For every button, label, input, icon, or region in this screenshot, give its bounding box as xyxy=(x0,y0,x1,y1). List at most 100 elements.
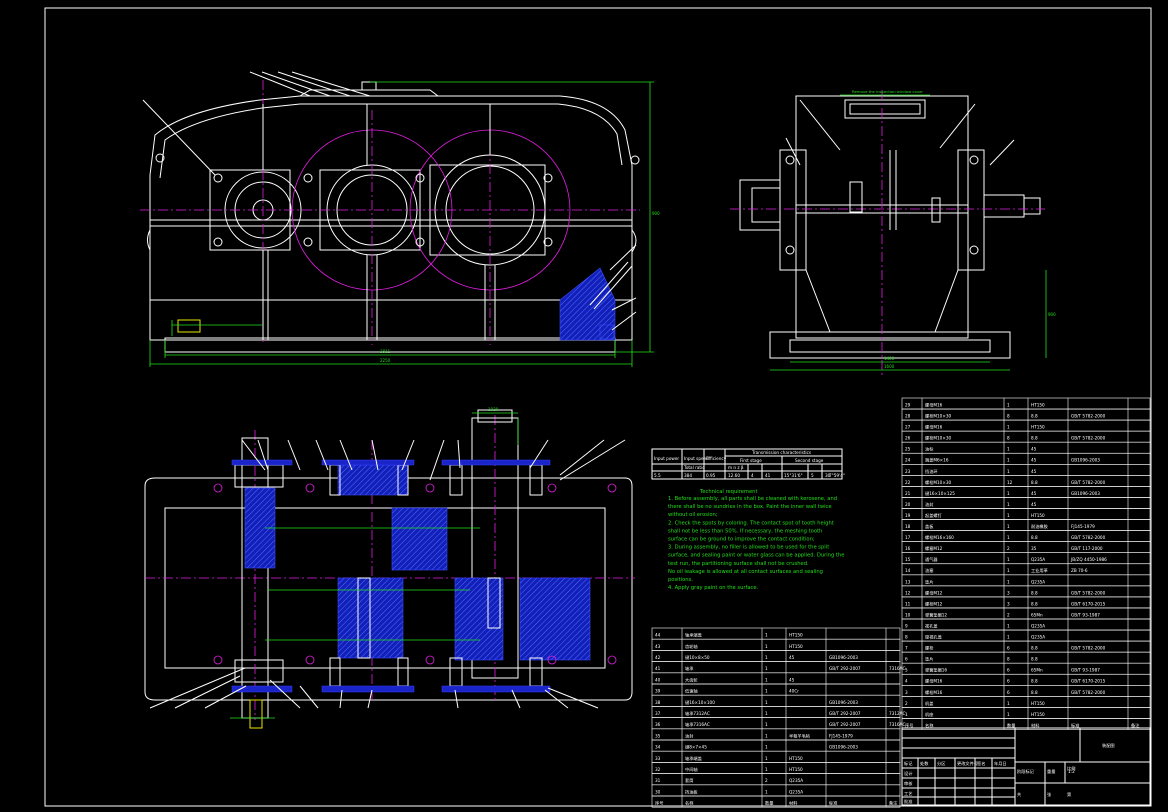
table-cell: FJ145-1979 xyxy=(829,733,853,738)
table-cell: HT150 xyxy=(1031,701,1045,706)
table-cell: GB1096-2003 xyxy=(829,745,858,750)
table-cell: 8.8 xyxy=(1031,436,1038,441)
table-cell: 8.8 xyxy=(1031,679,1038,684)
front-width-dim-1: 1811 xyxy=(380,349,391,354)
title-block-label: 重量 xyxy=(1047,768,1055,775)
table-cell: 41 xyxy=(655,666,661,671)
table-cell: 油封 xyxy=(925,501,933,508)
title-block-label: 设计 xyxy=(904,770,912,777)
table-cell: 端盖M6×16 xyxy=(925,457,949,464)
table-cell: 1 xyxy=(1007,524,1010,529)
side-width-dim-1: 1400 xyxy=(884,356,895,361)
table-cell: GB/T 5782-2000 xyxy=(1071,535,1106,540)
drawing-border xyxy=(44,7,1152,807)
title-block-label: 共 xyxy=(1017,791,1021,798)
table-cell: 油封 xyxy=(685,732,693,739)
table-cell: 轴承 xyxy=(685,665,694,672)
table-cell: 盖板 xyxy=(925,523,934,530)
requirement-line: 3. During assembly, no filler is allowed… xyxy=(668,545,829,551)
table-cell: 10 xyxy=(905,612,911,617)
table-cell: GB/T 5782-2000 xyxy=(1071,480,1106,485)
table-cell: 31 xyxy=(655,778,661,783)
table-cell: 6 xyxy=(1007,679,1010,684)
table-cell: 轴承7312AC xyxy=(685,710,710,717)
table-cell: 1 xyxy=(1007,579,1010,584)
table-cell: 1 xyxy=(1007,447,1010,452)
table-cell: 1 xyxy=(1007,425,1010,430)
table-cell: 螺栓M16×160 xyxy=(925,534,954,541)
characteristic-value: 12.60 xyxy=(728,473,740,478)
table-cell: 1 xyxy=(765,700,768,705)
table-cell: 7316AC xyxy=(889,722,905,727)
table-cell: 8 xyxy=(1007,657,1010,662)
table-cell: 7312AC xyxy=(889,711,905,716)
requirement-line: test run, the partitioning surface shall… xyxy=(668,561,809,567)
side-height-dim: 900 xyxy=(1048,312,1056,317)
characteristic-value: 384 xyxy=(684,473,692,478)
table-cell: 螺栓M16 xyxy=(925,689,943,696)
table-cell: 44 xyxy=(655,633,661,638)
requirement-line: surface, and sealing paint or water glas… xyxy=(668,553,844,559)
title-block-label: 签名 xyxy=(977,760,985,767)
requirements-lines: 1. Before assembly, all parts shall be c… xyxy=(668,496,844,591)
title-block-label: 更改文件号 xyxy=(957,760,978,767)
col-input-power: Input power xyxy=(654,456,679,461)
table-cell: 42 xyxy=(655,655,661,660)
table-cell: 1 xyxy=(765,722,768,727)
table-cell: GB1096-2003 xyxy=(1071,458,1100,463)
table-cell: 43 xyxy=(655,644,661,649)
col-params: m n z β xyxy=(728,465,744,470)
table-cell: 键16×10×100 xyxy=(685,699,715,706)
side-width-dim-2: 1600 xyxy=(884,364,895,369)
table-cell: 弹簧垫圈16 xyxy=(925,667,947,674)
requirement-line: shall not be less than 50%. If necessary… xyxy=(668,528,822,534)
table-cell: 1 xyxy=(765,756,768,761)
table-cell: GB/T 5782-2000 xyxy=(1071,436,1106,441)
table-cell: 备注 xyxy=(1131,722,1140,729)
table-cell: Q235A xyxy=(789,789,803,794)
table-cell: GB/T 5782-2000 xyxy=(1071,690,1106,695)
requirement-line: No oil leakage is allowed at all contact… xyxy=(668,569,823,575)
requirement-line: there shall be no sundries in the box. P… xyxy=(668,504,832,510)
table-cell: 3 xyxy=(1007,601,1010,606)
table-cell: GB/T 292-2007 xyxy=(829,666,861,671)
table-cell: 垫片 xyxy=(925,578,933,585)
table-cell: JB/ZQ 4450-1986 xyxy=(1070,557,1107,562)
table-cell: 1 xyxy=(1007,701,1010,706)
table-cell: 45 xyxy=(789,677,795,682)
table-cell: HT150 xyxy=(789,644,803,649)
table-cell: 1 xyxy=(1007,712,1010,717)
table-cell: GB/T 6170-2015 xyxy=(1071,601,1106,606)
front-width-dim-2: 2250 xyxy=(380,358,391,363)
requirement-line: 1. Before assembly, all parts shall be c… xyxy=(668,496,837,502)
table-cell: 8.8 xyxy=(1031,690,1038,695)
table-cell: 35 xyxy=(1031,546,1037,551)
table-cell: HT150 xyxy=(789,756,803,761)
table-header: 序号名称数量材料标准备注 xyxy=(651,795,901,808)
table-cell: 1 xyxy=(765,633,768,638)
table-cell: 螺母M16 xyxy=(925,678,943,685)
table-cell: 7 xyxy=(905,646,908,651)
table-cell: 1 xyxy=(1007,535,1010,540)
header-second: Second stage xyxy=(795,458,824,463)
table-cell: HT150 xyxy=(1031,402,1045,407)
table-cell: 1 xyxy=(765,711,768,716)
table-cell: 45 xyxy=(789,655,795,660)
table-cell: 45 xyxy=(1031,502,1037,507)
table-cell: 轴承端盖 xyxy=(685,755,702,762)
table-cell: 垫片 xyxy=(925,656,933,663)
front-height-dim: 900 xyxy=(652,211,660,216)
